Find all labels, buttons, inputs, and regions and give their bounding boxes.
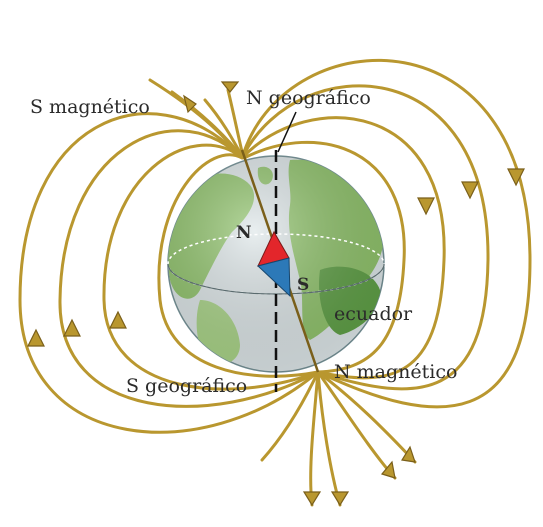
label-pointer bbox=[278, 112, 296, 152]
arrow-head bbox=[332, 492, 348, 505]
label-s-geographic: S geográfico bbox=[126, 375, 247, 397]
arrow-head bbox=[418, 198, 434, 214]
label-compass-n: N bbox=[236, 223, 252, 243]
arrow-head bbox=[64, 320, 80, 336]
label-equator: ecuador bbox=[334, 303, 413, 325]
label-n-magnetic: N magnético bbox=[334, 361, 457, 383]
label-n-geographic: N geográfico bbox=[246, 87, 371, 109]
arrow-head bbox=[462, 182, 478, 198]
arrow-head bbox=[222, 82, 238, 92]
arrow-head bbox=[304, 492, 320, 505]
arrow-head bbox=[110, 312, 126, 328]
label-compass-s: S bbox=[297, 275, 309, 295]
arrow-head bbox=[28, 330, 44, 346]
field-line bbox=[318, 372, 340, 505]
label-s-magnetic: S magnético bbox=[30, 96, 150, 118]
field-line bbox=[311, 372, 318, 505]
